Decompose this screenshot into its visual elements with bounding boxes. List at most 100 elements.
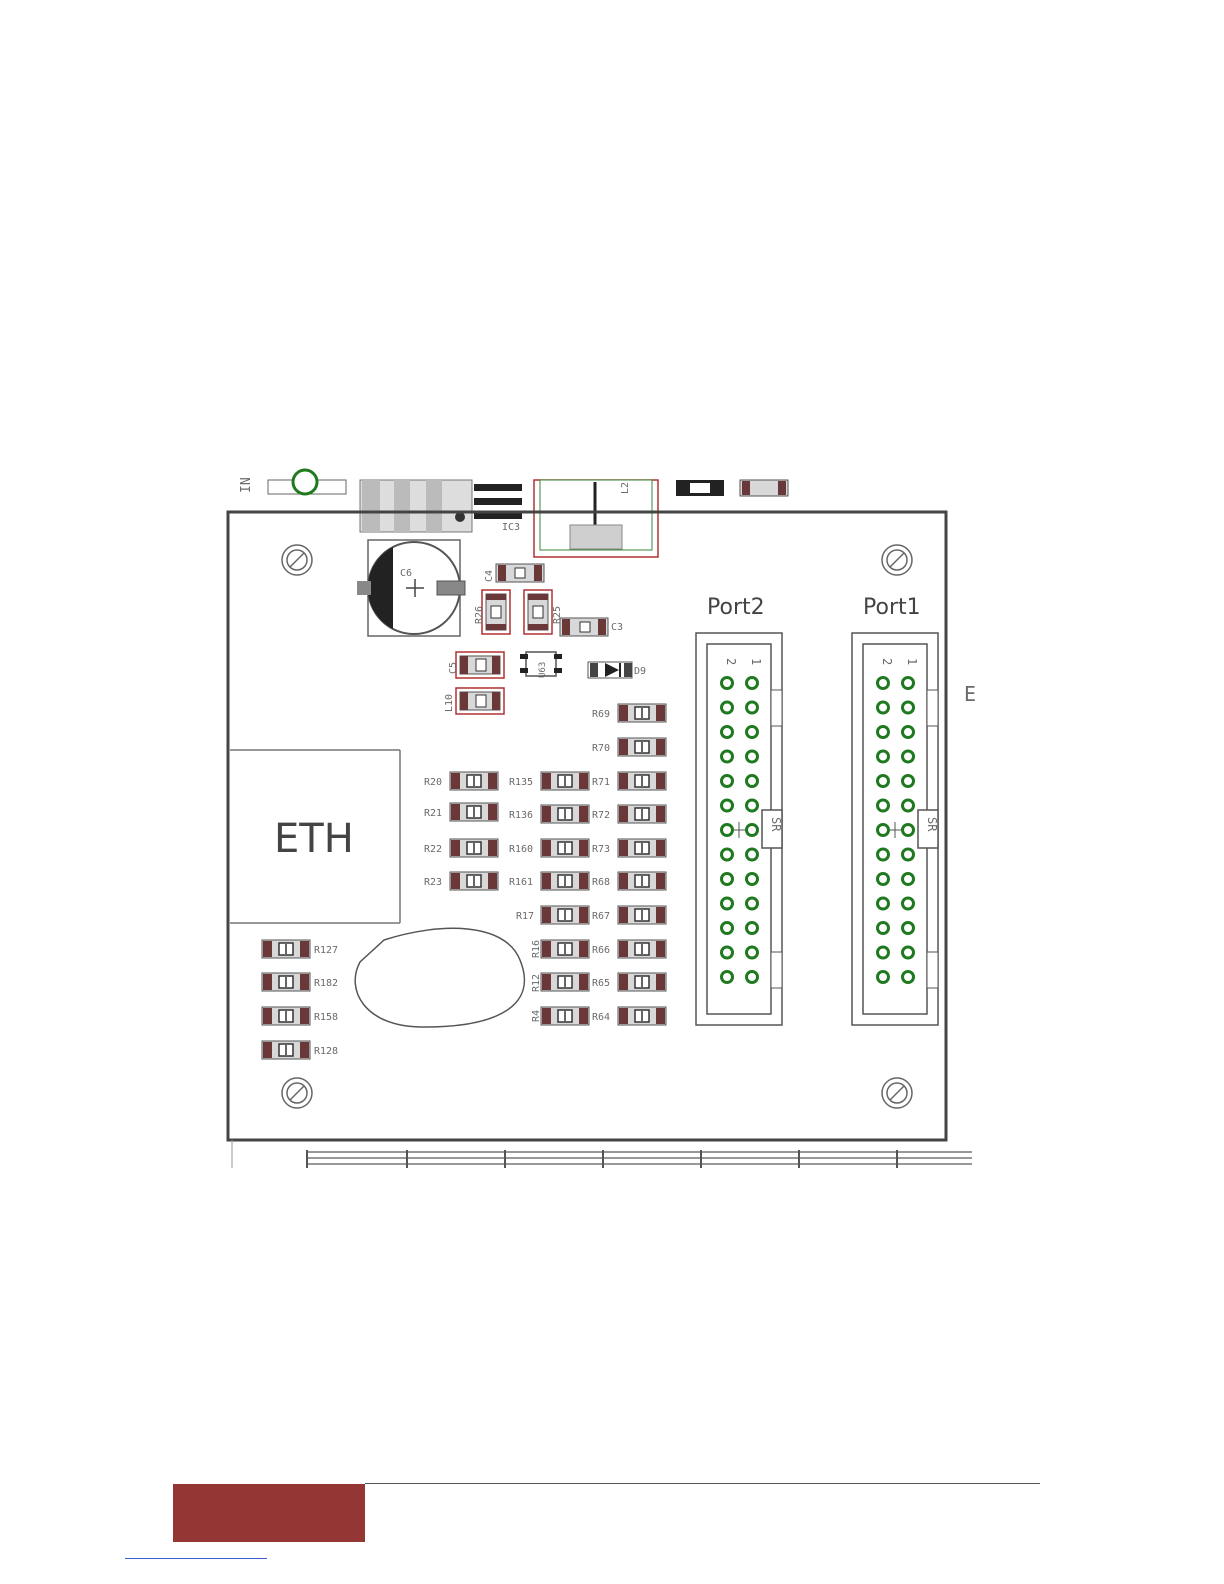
battery-holder-c6 [357,540,465,636]
l10-label: L10 [444,694,455,712]
bottom-connector-strip [307,1150,972,1168]
pin-number-label: 2 [880,658,894,665]
header-pin [878,849,889,860]
header-pin [903,849,914,860]
header-pin [722,947,733,958]
oval-cutout [355,928,524,1027]
sr-label: SR [925,817,939,832]
resistor-icon [618,1007,666,1025]
header-pin [747,702,758,713]
resistor-icon [618,906,666,924]
resistor-icon [541,906,589,924]
resistor-icon [262,1041,310,1059]
resistor-label: R65 [592,978,610,989]
header-pin [878,800,889,811]
resistor-icon [450,772,498,790]
resistor-icon [541,973,589,991]
resistor-label: R72 [592,810,610,821]
resistor-label: R66 [592,945,610,956]
resistor-icon [541,940,589,958]
header-pin [878,678,889,689]
resistor-icon [618,704,666,722]
resistor-icon [541,1007,589,1025]
resistor-label: R23 [424,877,442,888]
footer-block [173,1484,365,1542]
resistor-label: R4 [531,1010,542,1022]
pin-number-label: 1 [749,658,763,665]
resistor-icon [262,940,310,958]
header-pin [878,874,889,885]
resistor-label: R70 [592,743,610,754]
header-pin [903,947,914,958]
resistor-label: R182 [314,978,338,989]
header-pin [722,825,733,836]
header-pin [722,776,733,787]
resistor-label: R20 [424,777,442,788]
mounting-hole-icon [882,1078,912,1108]
c3-label: C3 [611,622,623,633]
resistor-icon [618,805,666,823]
in-label: IN [239,477,254,493]
l2-label: L2 [620,482,631,494]
header-pin [747,678,758,689]
header-pin [878,702,889,713]
header-pin [878,923,889,934]
resistor-icon [618,772,666,790]
header-pin [747,947,758,958]
edge-mark: E [964,682,976,706]
resistor-label: R64 [592,1012,610,1023]
resistor-icon [541,839,589,857]
header-pin [722,678,733,689]
mounting-hole-icon [282,545,312,575]
resistor-icon [618,940,666,958]
header-pin [903,776,914,787]
header-pin [722,702,733,713]
header-pin [747,776,758,787]
resistor-label: R69 [592,709,610,720]
header-pin [878,727,889,738]
resistor-label: R127 [314,945,338,956]
header-pin [903,898,914,909]
header-pin [747,874,758,885]
header-pin [747,727,758,738]
resistor-icon [541,872,589,890]
resistor-column-bottom [262,940,310,1059]
header-pin [903,825,914,836]
resistor-icon [618,839,666,857]
resistor-label: R158 [314,1012,338,1023]
header-pin [878,776,889,787]
resistor-icon [618,973,666,991]
mounting-hole-icon [282,1078,312,1108]
header-pin [722,800,733,811]
resistor-column-left [450,772,498,890]
header-pin [878,898,889,909]
eth-label: ETH [274,816,354,862]
resistor-label: R71 [592,777,610,788]
resistor-column-right [618,704,666,1025]
pin-number-label: 1 [905,658,919,665]
diode-icon [588,662,632,678]
resistor-label: R22 [424,844,442,855]
resistor-label: R160 [509,844,533,855]
header-pin [903,972,914,983]
header-pin [903,751,914,762]
header-pin [722,751,733,762]
header-pin [878,972,889,983]
resistor-column-middle [541,772,589,1025]
header-pin [722,923,733,934]
port2-label: Port2 [707,595,765,620]
c6-label: C6 [400,568,412,579]
resistor-label: R73 [592,844,610,855]
header-pin [722,972,733,983]
header-pin [747,972,758,983]
resistor-icon [541,805,589,823]
resistor-icon [618,738,666,756]
resistor-label: R161 [509,877,533,888]
resistor-label: R136 [509,810,533,821]
resistor-icon [262,973,310,991]
resistor-icon [450,839,498,857]
resistor-icon [450,803,498,821]
header-pin [747,751,758,762]
header-pin [747,825,758,836]
